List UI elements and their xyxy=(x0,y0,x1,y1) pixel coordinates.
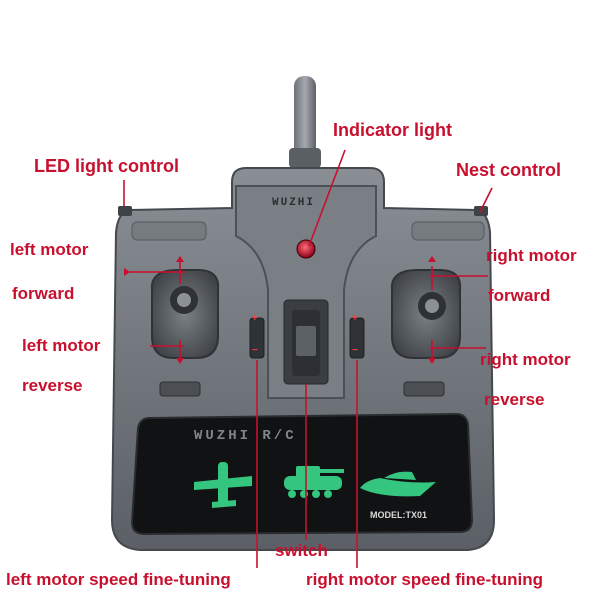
label-left-motor-reverse-line2: reverse xyxy=(22,376,83,395)
left-lower-button[interactable] xyxy=(159,381,201,397)
power-switch[interactable] xyxy=(283,299,329,385)
right-trim-plus: + xyxy=(352,313,358,324)
right-trim-button[interactable] xyxy=(349,317,365,359)
label-right-motor-forward-line2: forward xyxy=(488,286,551,305)
label-right-motor-reverse-line2: reverse xyxy=(484,390,545,409)
label-switch: switch xyxy=(275,541,328,560)
label-left-motor-reverse-line1: left motor xyxy=(22,336,101,355)
tank-icon xyxy=(284,466,344,498)
antenna xyxy=(289,76,321,176)
left-trim-plus: + xyxy=(252,313,258,324)
label-nest-control: Nest control xyxy=(456,160,562,180)
label-left-motor-forward-line2: forward xyxy=(12,284,75,303)
indicator-light xyxy=(296,239,316,259)
left-joystick[interactable] xyxy=(150,269,220,359)
led-light-control-switch[interactable] xyxy=(118,206,132,216)
right-joystick[interactable] xyxy=(390,269,462,359)
left-trim-minus: − xyxy=(252,345,258,356)
label-left-fine-tuning: left motor speed fine-tuning xyxy=(6,570,231,589)
panel-brand-text: WUZHI R/C xyxy=(194,428,297,444)
left-trim-button[interactable] xyxy=(249,317,265,359)
airplane-icon xyxy=(194,462,252,508)
right-trim-minus: − xyxy=(352,345,358,356)
model-text: MODEL:TX01 xyxy=(370,510,428,520)
label-right-motor-reverse-line1: right motor xyxy=(480,350,571,369)
boat-icon xyxy=(360,471,436,497)
label-led-light-control: LED light control xyxy=(34,156,179,176)
label-indicator-light: Indicator light xyxy=(333,120,452,140)
label-left-motor-forward-line1: left motor xyxy=(10,240,89,259)
label-right-motor-forward-line1: right motor xyxy=(486,246,577,265)
display-panel xyxy=(130,412,474,536)
right-lower-button[interactable] xyxy=(403,381,445,397)
top-brand-text: WUZHI xyxy=(272,197,316,209)
label-right-fine-tuning: right motor speed fine-tuning xyxy=(306,570,544,589)
